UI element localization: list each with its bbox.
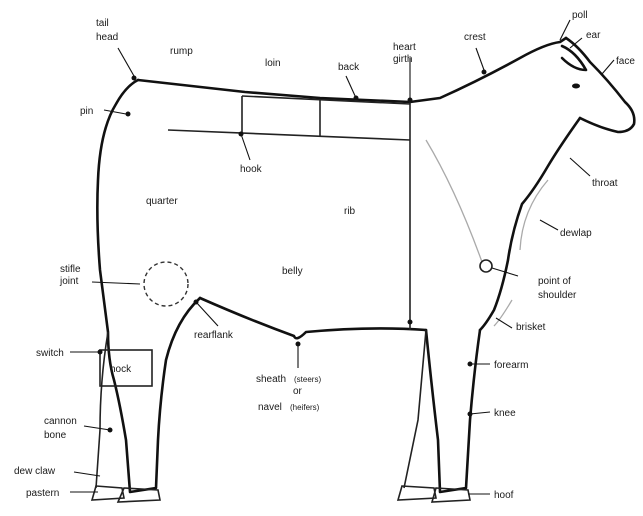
label-sheath: sheath	[256, 374, 286, 385]
label-cannon-bone-2: bone	[44, 430, 67, 441]
label-dewlap: dewlap	[560, 228, 592, 239]
rear-leg-outline	[97, 80, 200, 492]
label-stifle-joint-1: stifle	[60, 264, 81, 275]
label-rib: rib	[344, 206, 356, 217]
label-or: or	[293, 386, 303, 397]
label-pastern: pastern	[26, 488, 59, 499]
label-throat: throat	[592, 178, 618, 189]
labels: tail head rump loin back heart girth cre…	[14, 10, 635, 501]
rear-hoof-2	[92, 486, 124, 500]
stifle-joint-circle	[144, 262, 188, 306]
label-hoof: hoof	[494, 490, 514, 501]
label-poll: poll	[572, 10, 588, 21]
label-navel: navel	[258, 402, 282, 413]
label-pin: pin	[80, 106, 93, 117]
label-stifle-joint-2: joint	[59, 276, 79, 287]
pointer-lines	[70, 20, 614, 494]
shoulder-curve	[426, 140, 482, 262]
label-forearm: forearm	[494, 360, 528, 371]
label-tail-head-1: tail	[96, 18, 109, 29]
label-face: face	[616, 56, 635, 67]
label-ear: ear	[586, 30, 601, 41]
label-rearflank: rearflank	[194, 330, 234, 341]
belly-outline	[200, 298, 426, 338]
label-point-of-shoulder-2: shoulder	[538, 290, 577, 301]
far-front-leg	[404, 330, 426, 488]
eye	[572, 84, 580, 89]
label-point-of-shoulder-1: point of	[538, 276, 571, 287]
label-quarter: quarter	[146, 196, 178, 207]
point-of-shoulder-circle	[480, 260, 492, 272]
label-loin: loin	[265, 58, 281, 69]
label-heart-girth-1: heart	[393, 42, 416, 53]
label-sheath-steers: (steers)	[294, 375, 321, 384]
hook-line	[168, 130, 410, 140]
label-belly: belly	[282, 266, 303, 277]
label-tail-head-2: head	[96, 32, 118, 43]
label-rump: rump	[170, 46, 193, 57]
label-heart-girth-2: girth	[393, 54, 412, 65]
pointer-dots	[98, 70, 487, 433]
front-hoof-2	[398, 486, 436, 500]
label-cannon-bone-1: cannon	[44, 416, 77, 427]
label-dew-claw: dew claw	[14, 466, 56, 477]
label-back: back	[338, 62, 360, 73]
front-leg-outline	[426, 330, 480, 492]
label-knee: knee	[494, 408, 516, 419]
label-hook-top: hook	[240, 164, 263, 175]
label-navel-heifers: (heifers)	[290, 403, 320, 412]
label-switch: switch	[36, 348, 64, 359]
far-rear-leg	[96, 332, 108, 488]
label-crest: crest	[464, 32, 486, 43]
cattle-outline	[92, 38, 634, 502]
label-brisket: brisket	[516, 322, 546, 333]
label-hock: hock	[110, 364, 132, 375]
ear-outline	[562, 46, 586, 70]
